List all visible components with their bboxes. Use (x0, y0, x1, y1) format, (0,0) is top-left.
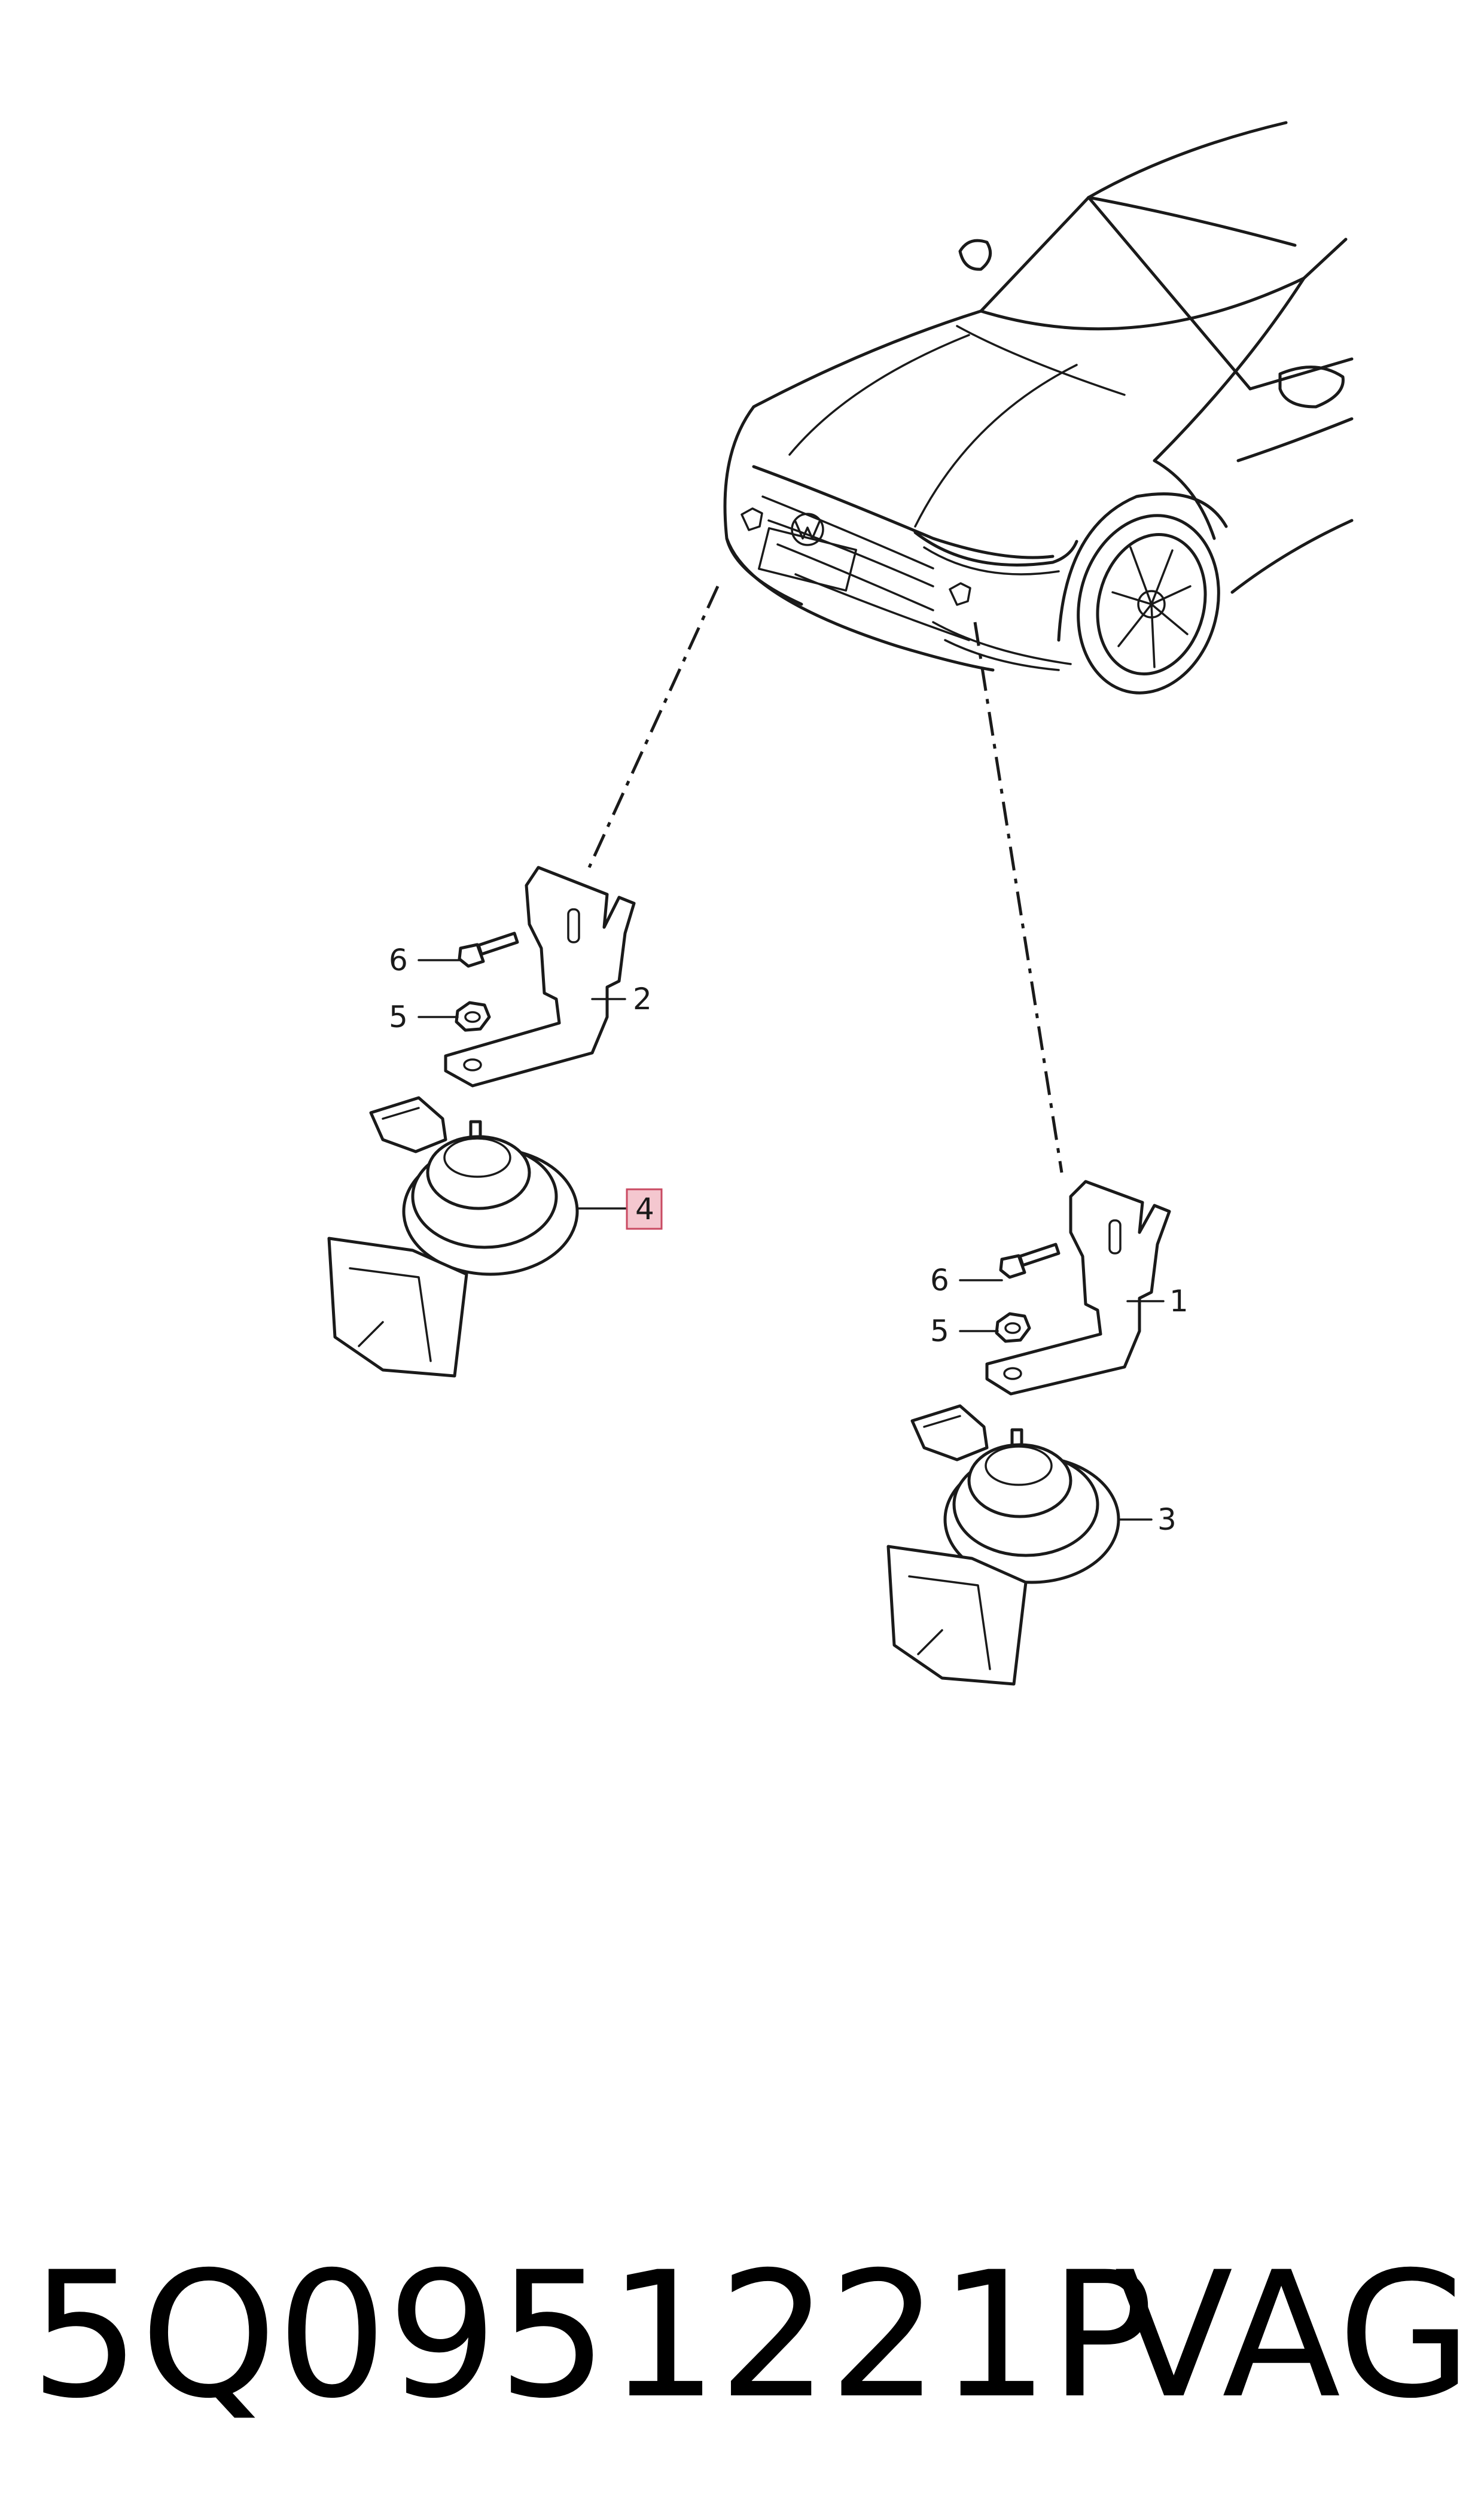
front-wheel (1057, 492, 1228, 695)
leader-left (587, 585, 720, 869)
callout-6-right: 6 (930, 1263, 949, 1298)
left-horn (327, 1096, 579, 1378)
vw-logo (791, 513, 824, 546)
callout-5-right: 5 (930, 1314, 949, 1348)
horn-location-marker-left (741, 507, 763, 531)
horn-location-marker-right (949, 582, 971, 606)
leader-right (973, 622, 1064, 1173)
callout-3: 3 (1157, 1502, 1177, 1537)
callout-4-highlight (626, 1188, 663, 1230)
right-bracket (985, 1180, 1171, 1396)
right-nut (995, 1312, 1031, 1343)
car-illustration (723, 121, 1354, 695)
right-bolt (999, 1243, 1061, 1279)
right-horn (886, 1404, 1120, 1686)
callout-4: 4 (635, 1192, 654, 1226)
left-bracket (444, 866, 636, 1088)
callout-5-left: 5 (389, 1000, 408, 1034)
callout-6-left: 6 (389, 943, 408, 978)
left-nut (455, 1001, 491, 1032)
left-bolt (458, 931, 519, 968)
part-number: 5Q0951221P (30, 2235, 1154, 2437)
callout-1: 1 (1169, 1284, 1189, 1319)
callout-2: 2 (633, 982, 652, 1016)
brand-label: VAG (1114, 2235, 1472, 2437)
